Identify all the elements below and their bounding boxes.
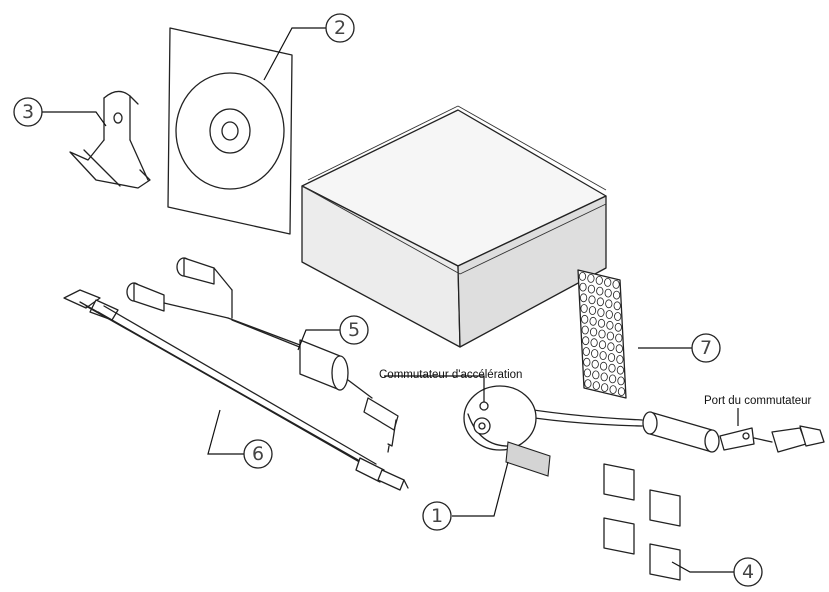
- callout-7: 7: [691, 333, 721, 363]
- adhesive-dot: [597, 318, 606, 328]
- adhesive-dot: [591, 349, 599, 358]
- sensor-usb-cable: [463, 385, 825, 477]
- adhesive-dot: [590, 338, 598, 348]
- adhesive-dot: [604, 288, 612, 298]
- adhesive-dot: [584, 379, 592, 389]
- adhesive-dot: [582, 336, 590, 346]
- adhesive-dot: [598, 329, 606, 339]
- adhesive-dot: [591, 359, 599, 369]
- adhesive-dot: [606, 320, 614, 330]
- adhesive-dot: [608, 374, 617, 384]
- cd-sleeve: [167, 27, 293, 235]
- callout-6-number: 6: [252, 443, 264, 465]
- switch-port-label: Port du commutateur: [704, 395, 812, 407]
- callout-3: 3: [13, 97, 43, 127]
- y-cable: [126, 257, 399, 453]
- adhesive-dot: [615, 333, 623, 343]
- adhesive-dot: [601, 383, 609, 393]
- callout-2-number: 2: [334, 17, 346, 39]
- adhesive-dot: [581, 314, 589, 324]
- adhesive-dot: [589, 327, 598, 337]
- adhesive-dot: [614, 322, 622, 332]
- callout-6: 6: [243, 439, 273, 469]
- callout-4-number: 4: [742, 561, 754, 583]
- adhesive-dot: [599, 351, 607, 360]
- adhesive-dot: [612, 290, 621, 300]
- adhesive-dot: [617, 376, 625, 386]
- adhesive-pads: [603, 463, 681, 581]
- clip-bracket: [69, 90, 151, 189]
- adhesive-dot: [578, 271, 587, 281]
- adhesive-dot: [617, 387, 626, 397]
- callout-5-number: 5: [348, 319, 360, 341]
- adhesive-dot: [582, 347, 590, 356]
- adhesive-dot: [589, 316, 597, 326]
- callout-1-number: 1: [431, 505, 443, 527]
- accel-switch-label: Commutateur d'accélération: [379, 369, 522, 381]
- adhesive-dot: [606, 331, 615, 341]
- adhesive-dot: [583, 368, 592, 378]
- adhesive-dot: [616, 355, 624, 364]
- adhesive-dot: [581, 325, 589, 335]
- leader-lines: [42, 27, 739, 573]
- adhesive-dot: [609, 385, 617, 395]
- adhesive-dot: [587, 273, 595, 283]
- adhesive-dot: [592, 370, 600, 380]
- adhesive-dot: [608, 363, 616, 373]
- callout-2: 2: [325, 13, 355, 43]
- callout-1: 1: [422, 501, 452, 531]
- adhesive-dot: [579, 293, 588, 303]
- adhesive-dot: [579, 282, 587, 292]
- main-box: [301, 105, 607, 348]
- long-cable: [63, 289, 409, 491]
- adhesive-dot: [615, 344, 623, 354]
- adhesive-dot: [583, 357, 591, 367]
- adhesive-dot: [616, 365, 625, 375]
- callout-4: 4: [733, 557, 763, 587]
- adhesive-dot: [597, 308, 605, 317]
- adhesive-dot-sheet: [577, 269, 627, 399]
- adhesive-dot: [588, 295, 596, 305]
- adhesive-dot: [580, 304, 588, 313]
- adhesive-dot: [607, 353, 616, 362]
- adhesive-dot: [607, 342, 615, 352]
- adhesive-dot: [596, 286, 604, 296]
- adhesive-dot: [598, 340, 607, 350]
- adhesive-dot: [592, 381, 600, 391]
- adhesive-dot: [599, 361, 608, 371]
- adhesive-dot: [588, 306, 597, 315]
- adhesive-dot: [614, 312, 622, 321]
- adhesive-dot: [604, 277, 612, 287]
- adhesive-dot: [613, 301, 621, 311]
- callout-5: 5: [339, 315, 369, 345]
- adhesive-dot: [587, 284, 596, 294]
- adhesive-dot: [595, 275, 603, 285]
- adhesive-dot: [605, 299, 613, 309]
- adhesive-dot: [612, 279, 620, 289]
- adhesive-dot: [605, 310, 613, 319]
- adhesive-dot: [600, 372, 608, 382]
- callout-7-number: 7: [700, 337, 712, 359]
- callout-3-number: 3: [22, 101, 34, 123]
- adhesive-dot: [596, 297, 605, 307]
